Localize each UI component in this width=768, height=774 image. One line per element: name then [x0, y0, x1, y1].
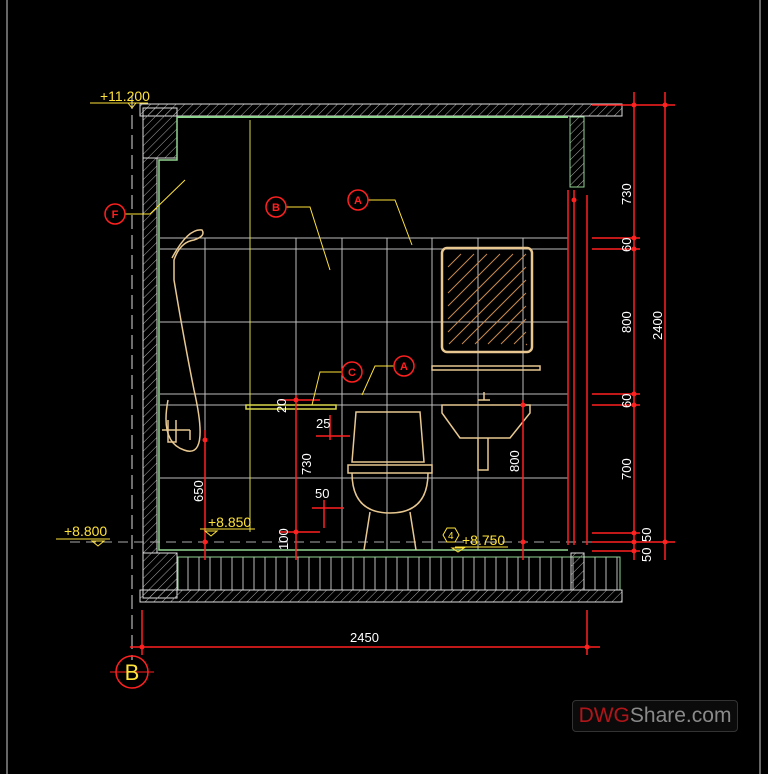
- glass-shelf: [245, 404, 337, 410]
- dimension-node: [202, 539, 208, 545]
- dim-25: 25: [316, 416, 330, 431]
- dim-20: 20: [274, 399, 289, 413]
- mirror-hatch-line: [447, 253, 514, 320]
- callout-bubble: [347, 189, 369, 211]
- dimension-node: [520, 402, 526, 408]
- dim-100: 100: [276, 528, 291, 550]
- callout-label: C: [348, 367, 356, 379]
- mirror-hatch-line: [513, 331, 527, 345]
- mirror-hatch-line: [474, 292, 527, 345]
- shelf: [431, 365, 541, 371]
- callout-bubble: [265, 196, 287, 218]
- callout-leader: [125, 179, 186, 215]
- level-shower: +8.850: [208, 514, 251, 530]
- callout-bubble: [393, 355, 415, 377]
- dimension-node: [631, 246, 637, 252]
- callout-label: F: [112, 209, 119, 221]
- shower-head-hose: [165, 229, 204, 452]
- dimension-node: [293, 529, 299, 535]
- dim-60-upper: 60: [619, 238, 634, 252]
- dimension-node: [571, 197, 577, 203]
- washbasin: [441, 404, 531, 471]
- mirror-hatch-line: [447, 253, 501, 307]
- dimension-node: [293, 397, 299, 403]
- level-finish: +8.750: [462, 532, 505, 548]
- dimension-node: [631, 539, 637, 545]
- mirror-hatch-line: [447, 253, 462, 268]
- dim-650: 650: [191, 480, 206, 502]
- callout-label: A: [354, 195, 362, 207]
- dimension-node: [202, 437, 208, 443]
- watermark-share: Share.com: [629, 704, 732, 727]
- dim-730-top: 730: [619, 183, 634, 205]
- dim-50-b: 50: [639, 548, 654, 562]
- dimension-node: [631, 102, 637, 108]
- dim-730-shelf: 730: [299, 453, 314, 475]
- level-markers: [56, 102, 508, 553]
- watermark-dwg: DWG: [578, 704, 630, 727]
- toilet: [347, 411, 433, 551]
- mirror-hatch-line: [525, 343, 528, 346]
- dimension-node: [584, 644, 590, 650]
- level-top: +11.200: [100, 88, 150, 104]
- dim-50-a: 50: [639, 528, 654, 542]
- dim-800-basin: 800: [507, 450, 522, 472]
- tile-grid: [160, 237, 568, 550]
- callout-leader: [368, 199, 413, 246]
- dim-60-lower: 60: [619, 394, 634, 408]
- mirror-hatch-line: [448, 266, 527, 345]
- callout-label: B: [272, 202, 280, 214]
- callout-bubble: [341, 361, 363, 383]
- callout-bubble: [104, 203, 126, 225]
- mirror-hatch-line: [461, 279, 527, 345]
- mirror-hatch-line: [500, 318, 527, 345]
- dimension-node: [631, 402, 637, 408]
- dimension-node: [631, 391, 637, 397]
- mirror-hatch-line: [447, 253, 475, 281]
- dim-50-curb: 50: [315, 486, 329, 501]
- mirror: [440, 246, 534, 354]
- dimension-node: [662, 539, 668, 545]
- callout-label: A: [400, 361, 408, 373]
- mirror-hatch-line: [487, 305, 527, 345]
- shower-mixer: [162, 420, 191, 443]
- dimension-node: [631, 530, 637, 536]
- dimension-node: [520, 539, 526, 545]
- mirror-hatch-line: [447, 253, 527, 333]
- dim-700: 700: [619, 458, 634, 480]
- callout-leader: [286, 206, 331, 271]
- structure: [70, 95, 623, 660]
- level-floor-left: +8.800: [64, 523, 107, 539]
- grid-axis-label: B: [125, 660, 140, 685]
- dim-2450: 2450: [350, 630, 379, 645]
- fixtures: [162, 229, 541, 551]
- dimension-node: [631, 235, 637, 241]
- dimension-node: [662, 102, 668, 108]
- basin-tap: [478, 392, 490, 401]
- dimension-node: [631, 548, 637, 554]
- mirror-hatch-line: [447, 253, 488, 294]
- dimension-node: [139, 644, 145, 650]
- finish-tag: 4: [448, 531, 454, 542]
- watermark-logo: DWGShare.com: [572, 700, 738, 732]
- dim-800-right: 800: [619, 311, 634, 333]
- dim-2400: 2400: [650, 311, 665, 340]
